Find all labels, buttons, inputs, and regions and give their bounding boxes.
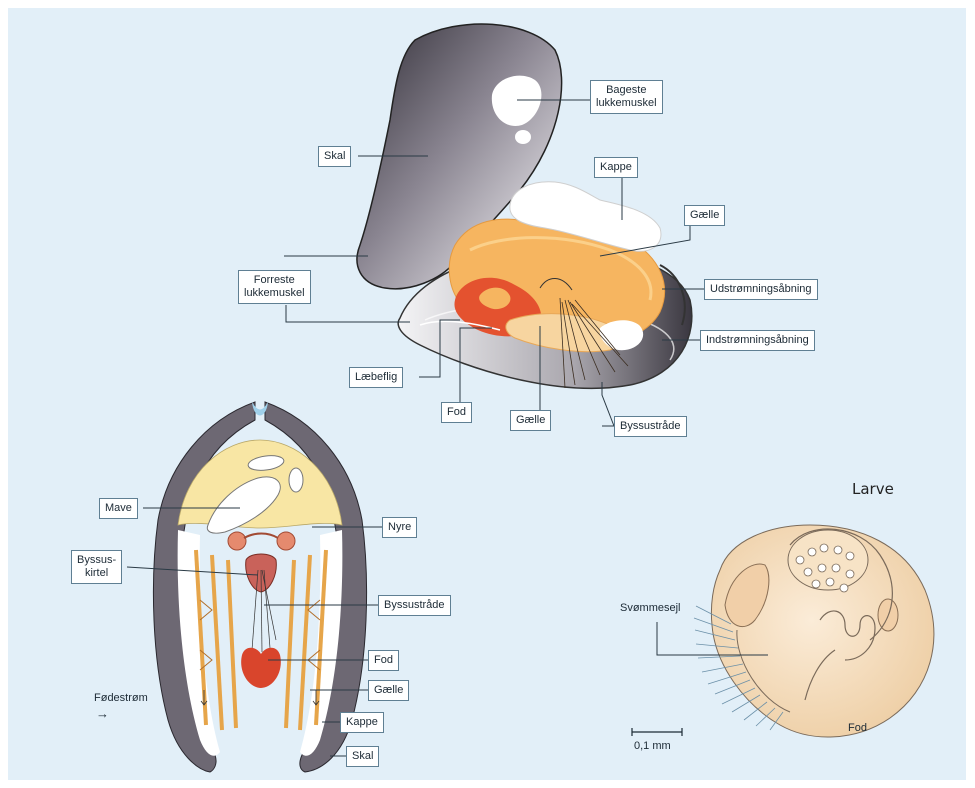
label-anterior-adductor-line2: lukkemuskel [244, 287, 305, 300]
label-shell-top: Skal [318, 146, 351, 167]
label-anterior-adductor: Forreste lukkemuskel [238, 270, 311, 304]
label-byssus-gland: Byssus- kirtel [71, 550, 122, 584]
label-byssus-threads-bottom: Byssustråde [378, 595, 451, 616]
label-foot-bottom: Fod [368, 650, 399, 671]
kidney-left [228, 532, 246, 550]
label-kidney: Nyre [382, 517, 417, 538]
label-posterior-adductor-line1: Bageste [596, 84, 657, 97]
foot [241, 648, 281, 688]
label-larva-foot: Fod [848, 722, 867, 734]
kidney-right [277, 532, 295, 550]
label-inhalant-opening: Indstrømningsåbning [700, 330, 815, 351]
label-byssus-threads-top: Byssustråde [614, 416, 687, 437]
label-gill-bottom: Gælle [368, 680, 409, 701]
larva-illustration [632, 525, 934, 737]
label-posterior-adductor-line2: lukkemuskel [596, 97, 657, 110]
label-stomach: Mave [99, 498, 138, 519]
scale-bar [632, 728, 682, 736]
open-mussel-illustration [357, 24, 692, 388]
label-anterior-adductor-line1: Forreste [244, 274, 305, 287]
label-exhalant-opening: Udstrømningsåbning [704, 279, 818, 300]
label-mantle-top: Kappe [594, 157, 638, 178]
label-labial-palp: Læbeflig [349, 367, 403, 388]
label-gill-top: Gælle [684, 205, 725, 226]
label-byssus-gland-line1: Byssus- [77, 554, 116, 567]
mussel-cross-section [153, 402, 366, 772]
scale-bar-label: 0,1 mm [634, 740, 671, 752]
label-velum: Svømmesejl [620, 602, 681, 614]
label-mantle-bottom: Kappe [340, 712, 384, 733]
label-gill-mid: Gælle [510, 410, 551, 431]
label-shell-bottom: Skal [346, 746, 379, 767]
label-byssus-gland-line2: kirtel [77, 567, 116, 580]
larva-title: Larve [852, 480, 894, 498]
label-foot-top: Fod [441, 402, 472, 423]
label-feeding-current: Fødestrøm [94, 692, 148, 704]
label-posterior-adductor: Bageste lukkemuskel [590, 80, 663, 114]
feeding-current-arrow: → [96, 706, 109, 721]
